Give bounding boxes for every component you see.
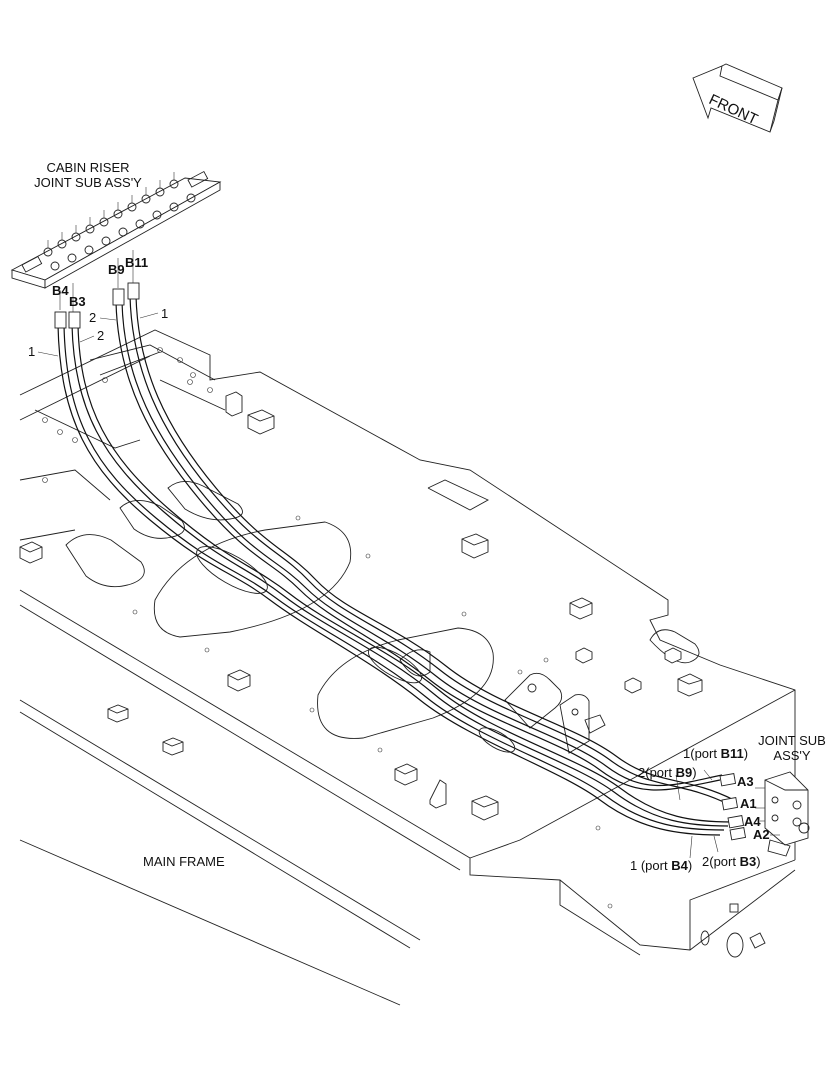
callout-hose2-b3-port: B3 (739, 854, 757, 869)
joint-sub-label-line1: JOINT SUB (758, 733, 826, 748)
hose-number-2-right: 2 (89, 310, 97, 325)
callout-hose1-b11-pre: (port (690, 746, 721, 761)
frame-cutouts (65, 481, 700, 739)
joint-sub-assembly (719, 771, 810, 857)
callout-hose1-b11-post: ) (743, 746, 749, 761)
callout-hose1-b4-num: 1 (630, 858, 638, 873)
cabin-riser-joint-block (10, 170, 222, 312)
callout-hose2-b3: 2(port B3) (702, 854, 761, 869)
callout-hose1-b11: 1(port B11) (683, 746, 748, 761)
callout-hose2-b9-num: 2 (638, 765, 646, 780)
port-b4-label: B4 (52, 283, 69, 298)
hose-number-1-left: 1 (28, 344, 36, 359)
bracket-assembly (504, 672, 606, 754)
mounting-blocks (19, 391, 703, 821)
cabin-riser-label-line1: CABIN RISER (46, 160, 130, 175)
rear-frame-details (700, 903, 766, 958)
front-arrow-icon (692, 63, 783, 133)
callout-hose2-b3-post: ) (756, 854, 761, 869)
callout-hose1-b4: 1 (port B4) (630, 858, 692, 873)
hose-number-1-right: 1 (161, 306, 169, 321)
callout-hose2-b9: 2(port B9) (638, 765, 697, 780)
callout-hose2-b3-pre: (port (709, 854, 740, 869)
callout-hose1-b11-port: B11 (720, 746, 744, 761)
callout-hose2-b9-port: B9 (675, 765, 693, 780)
port-b11-label: B11 (125, 255, 149, 270)
callout-hose1-b11-num: 1 (683, 746, 691, 761)
port-b3-label: B3 (69, 294, 86, 309)
label-leaders (37, 312, 719, 859)
hose-number-2-left: 2 (97, 328, 105, 343)
main-frame-label: MAIN FRAME (143, 854, 225, 869)
joint-sub-label: JOINT SUB ASS'Y (752, 733, 832, 763)
main-frame-outline (19, 329, 796, 1006)
hydraulic-hoses (54, 282, 735, 836)
callout-hose1-b4-post: ) (687, 858, 693, 873)
bolt-holes (42, 347, 613, 909)
port-a1-label: A1 (740, 796, 757, 811)
callout-hose2-b9-pre: (port (645, 765, 676, 780)
callout-hose1-b4-port: B4 (671, 858, 688, 873)
port-a3-label: A3 (737, 774, 754, 789)
callout-hose1-b4-pre: (port (637, 858, 672, 873)
cabin-riser-label-line2: JOINT SUB ASS'Y (34, 175, 142, 190)
callout-hose2-b9-post: ) (692, 765, 697, 780)
cabin-riser-label: CABIN RISER JOINT SUB ASS'Y (28, 160, 148, 190)
joint-sub-label-line2: ASS'Y (773, 748, 811, 763)
port-a4-label: A4 (744, 814, 761, 829)
port-a2-label: A2 (753, 827, 770, 842)
callout-hose2-b3-num: 2 (702, 854, 710, 869)
port-b9-label: B9 (108, 262, 125, 277)
